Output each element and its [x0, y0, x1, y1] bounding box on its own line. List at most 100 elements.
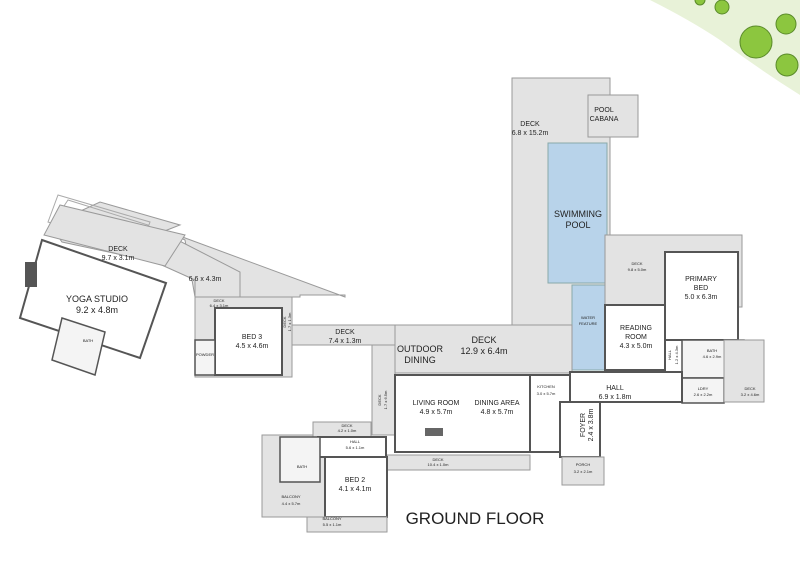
deck-main: [394, 324, 573, 374]
label: DECK: [335, 329, 355, 336]
label: YOGA STUDIO: [66, 294, 128, 304]
label: 4.9 x 5.7m: [420, 409, 453, 416]
garden: [650, 0, 800, 95]
label: LDRY: [698, 386, 709, 391]
label: BED: [694, 285, 708, 292]
label: 4.1 x 4.1m: [339, 486, 372, 493]
tree-icon: [694, 0, 706, 6]
label: HALL: [667, 349, 672, 360]
pool-cabana: [587, 94, 639, 138]
label: 5.0 x 6.3m: [685, 294, 718, 301]
label: 9.8 x 5.0m: [628, 267, 647, 272]
bath-yoga: [51, 317, 106, 376]
bed2: [324, 456, 388, 518]
label: 6.8 x 15.2m: [512, 130, 549, 137]
label: 4.8 x 5.7m: [481, 409, 514, 416]
label: 7.4 x 1.3m: [329, 338, 362, 345]
label: 1.7 x 6.5m: [383, 390, 388, 409]
label: POOL: [565, 220, 590, 230]
label: DECK: [631, 261, 642, 266]
laundry: [681, 377, 725, 404]
label: DECK: [108, 246, 128, 253]
label: FOYER: [580, 413, 587, 437]
label: DECK: [520, 121, 540, 128]
label: LIVING ROOM: [413, 400, 460, 407]
tree-icon: [775, 13, 797, 35]
label: 10.4 x 1.0m: [428, 462, 450, 467]
water-feature: [571, 284, 606, 371]
deck-side: [371, 344, 396, 436]
label: 6.9 x 1.8m: [599, 394, 632, 401]
label: FEATURE: [579, 321, 598, 326]
label: 4.3 x 5.0m: [620, 343, 653, 350]
label: 9.2 x 4.8m: [76, 305, 118, 315]
yoga-studio: [18, 238, 168, 360]
label: DECK: [282, 316, 287, 327]
label: BED 2: [345, 477, 365, 484]
label: PORCH: [576, 462, 591, 467]
bed3: [214, 307, 283, 376]
label: 2.4 x 3.8m: [588, 408, 595, 441]
label: 6.6 x 4.3m: [189, 276, 222, 283]
tree-icon: [714, 0, 730, 15]
deck-yoga: [43, 204, 186, 267]
label: DECK: [432, 457, 443, 462]
label: BALCONY: [281, 494, 300, 499]
label: 9.7 x 3.1m: [102, 255, 135, 262]
label: 1.7 x 1.3m: [287, 312, 292, 331]
tree-icon: [739, 25, 773, 59]
deck-front: [386, 454, 531, 471]
bath-bed2: [279, 436, 321, 483]
label: OUTDOOR: [397, 344, 443, 354]
label: BATH: [297, 464, 307, 469]
label: BED 3: [242, 334, 262, 341]
label: 1.2 x 4.3m: [674, 345, 679, 364]
label: 4.2 x 1.0m: [338, 428, 357, 433]
label: WATER: [581, 315, 595, 320]
labels: DECK 6.8 x 15.2m POOL CABANA SWIMMING PO…: [66, 107, 760, 528]
label: PRIMARY: [685, 276, 717, 283]
label: HALL: [606, 385, 624, 392]
fireplace-icon: [25, 262, 37, 287]
floor-title: GROUND FLOOR: [406, 509, 545, 528]
balcony-b: [306, 516, 388, 533]
label: 4.6 x 2.9m: [703, 354, 722, 359]
label: CABANA: [590, 116, 619, 123]
label: 2.6 x 2.2m: [694, 392, 713, 397]
label: 4.4 x 5.7m: [282, 501, 301, 506]
label: DINING AREA: [474, 400, 519, 407]
label: READING: [620, 325, 652, 332]
label: 3.0 x 5.7m: [537, 391, 556, 396]
label: BALCONY: [322, 516, 341, 521]
fireplace-icon: [425, 428, 443, 436]
reading-room: [604, 304, 666, 371]
label: DECK: [341, 423, 352, 428]
hall-main: [569, 371, 683, 403]
label: 3.2 x 2.1m: [574, 469, 593, 474]
label: 4.5 x 4.6m: [236, 343, 269, 350]
swimming-pool: [547, 142, 608, 284]
label: 3.2 x 4.6m: [741, 392, 760, 397]
powder: [194, 339, 216, 376]
label: ROOM: [625, 334, 647, 341]
label: BATH: [83, 338, 93, 343]
label: DECK: [471, 335, 496, 345]
label: 5.6 x 1.1m: [346, 445, 365, 450]
label: HALL: [350, 439, 361, 444]
label: POOL: [594, 107, 614, 114]
label: 5.5 x 1.1m: [323, 522, 342, 527]
label: POWDER: [196, 352, 214, 357]
label: KITCHEN: [537, 384, 555, 389]
label: SWIMMING: [554, 209, 602, 219]
label: 12.9 x 6.4m: [460, 346, 507, 356]
primary-bed: [664, 251, 739, 341]
label: DECK: [744, 386, 755, 391]
label: 6.4 x 3.1m: [210, 303, 229, 308]
label: BATH: [707, 348, 717, 353]
label: DECK: [377, 394, 382, 405]
tree-icon: [775, 53, 799, 77]
porch: [561, 456, 605, 486]
label: DECK: [213, 298, 224, 303]
label: DINING: [404, 355, 436, 365]
